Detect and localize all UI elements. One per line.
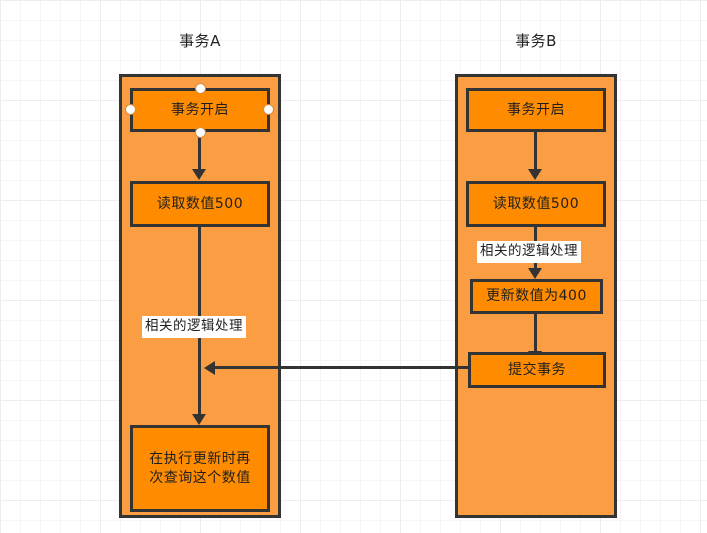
- node-b-commit-transaction[interactable]: 提交事务: [468, 352, 606, 388]
- selection-handle-bottom[interactable]: [195, 127, 206, 138]
- node-a-transaction-start[interactable]: 事务开启: [130, 88, 270, 132]
- node-a-read-value[interactable]: 读取数值500: [130, 181, 270, 227]
- arrowhead-b4-to-lane-a: [204, 361, 215, 375]
- selection-handle-top[interactable]: [195, 83, 206, 94]
- connector-b3-b4: [534, 314, 537, 352]
- node-b-commit-transaction-label: 提交事务: [508, 361, 566, 378]
- node-b-transaction-start[interactable]: 事务开启: [466, 88, 606, 132]
- node-a-requery-on-update[interactable]: 在执行更新时再 次查询这个数值: [130, 425, 270, 512]
- column-title-transaction-b: 事务B: [515, 32, 557, 50]
- selection-handle-right[interactable]: [263, 104, 274, 115]
- arrowhead-a1-a2: [192, 169, 206, 180]
- node-a-transaction-start-label: 事务开启: [171, 101, 229, 118]
- node-a-read-value-label: 读取数值500: [156, 195, 244, 212]
- arrowhead-b1-b2: [528, 169, 542, 180]
- node-a-requery-on-update-label: 在执行更新时再 次查询这个数值: [149, 450, 251, 486]
- connector-a1-a2: [198, 132, 201, 170]
- edge-label-a-business-logic[interactable]: 相关的逻辑处理: [142, 316, 246, 338]
- node-b-read-value-label: 读取数值500: [492, 195, 580, 212]
- connector-b4-to-lane-a: [215, 366, 471, 369]
- selection-handle-left[interactable]: [125, 104, 136, 115]
- node-b-transaction-start-label: 事务开启: [507, 101, 565, 118]
- arrowhead-b2-b3: [528, 268, 542, 279]
- node-b-read-value[interactable]: 读取数值500: [466, 181, 606, 227]
- node-b-update-value[interactable]: 更新数值为400: [470, 279, 603, 314]
- node-b-update-value-label: 更新数值为400: [486, 288, 587, 305]
- connector-b1-b2: [534, 132, 537, 170]
- arrowhead-a2-a3: [192, 414, 206, 425]
- column-title-transaction-a: 事务A: [179, 32, 221, 50]
- edge-label-b-business-logic[interactable]: 相关的逻辑处理: [477, 241, 581, 263]
